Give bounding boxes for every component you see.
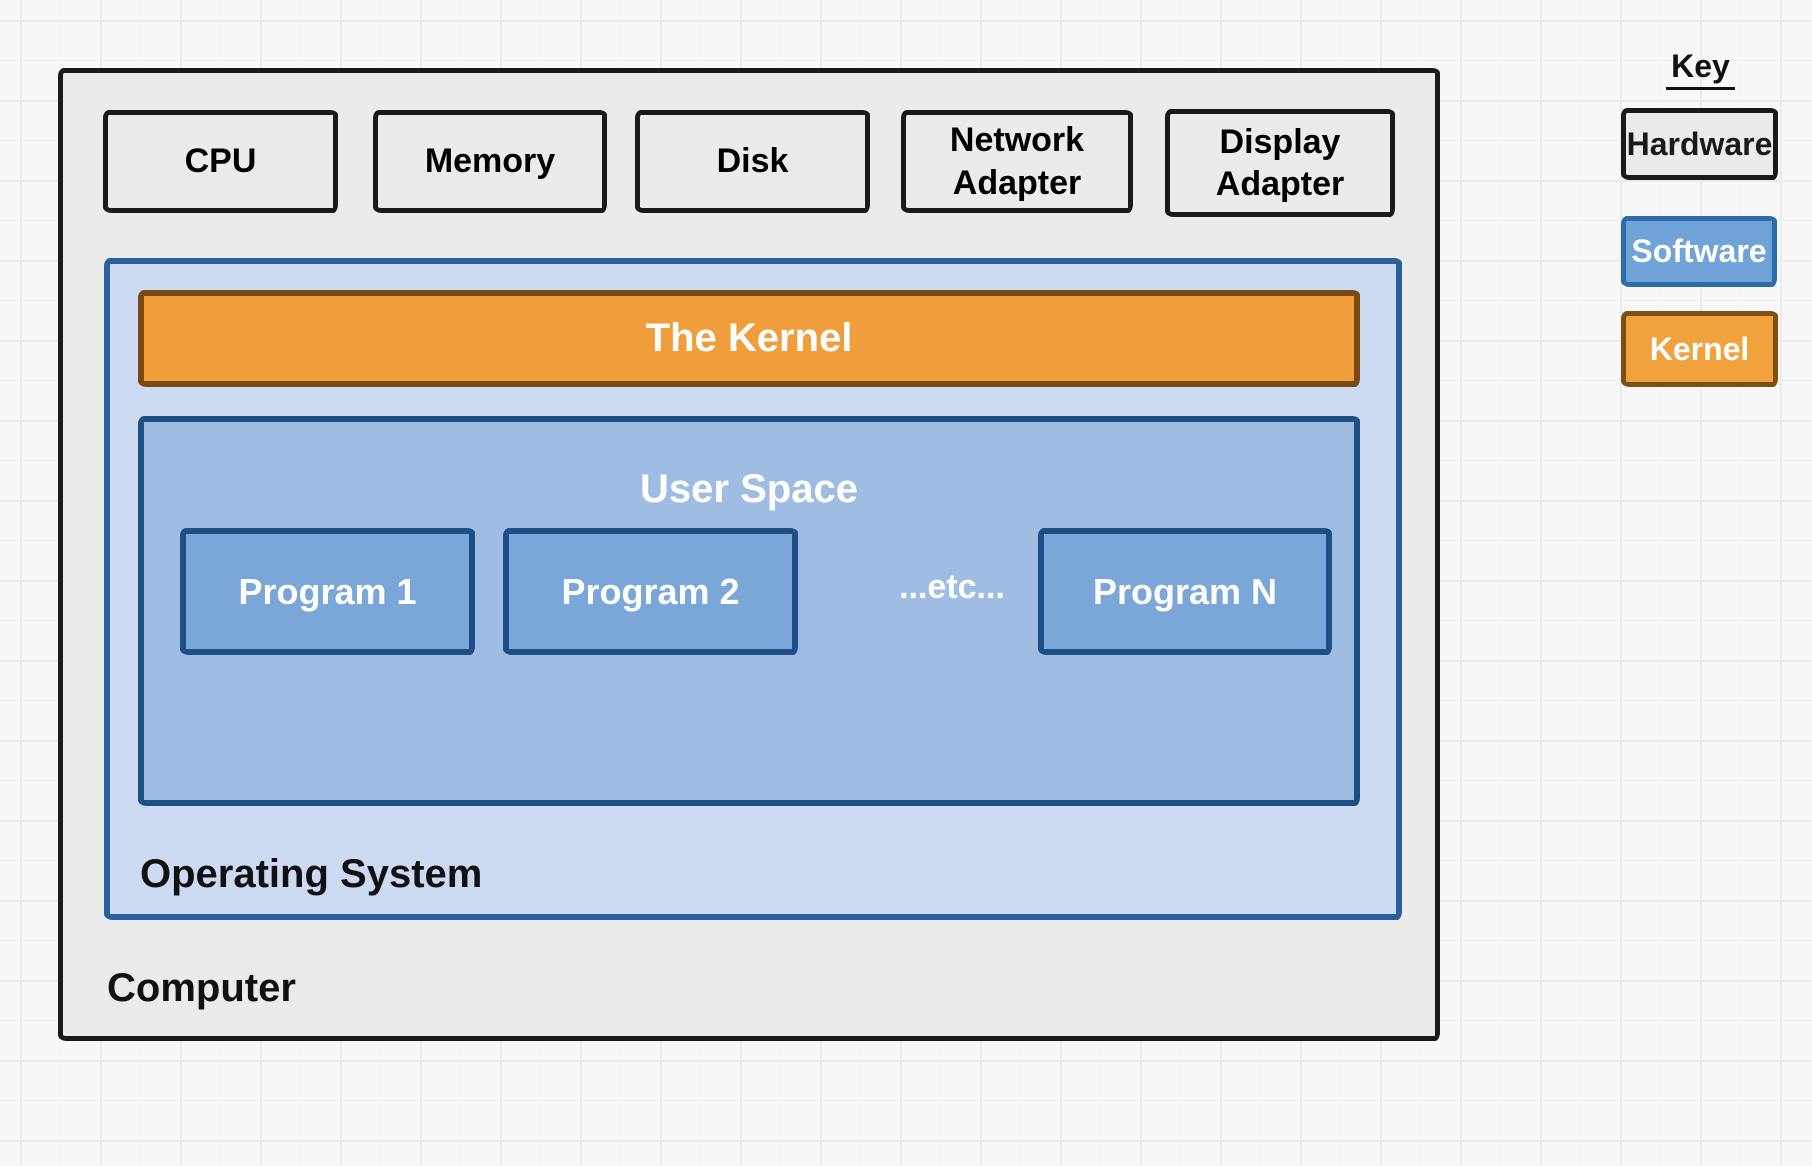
computer-box: CPU Memory Disk Network Adapter Display … [58, 68, 1440, 1041]
hardware-box-cpu: CPU [103, 110, 338, 213]
etc-label: ...etc... [899, 568, 1005, 606]
key-item-hardware: Hardware [1621, 108, 1778, 180]
hardware-box-display-adapter: Display Adapter [1165, 109, 1395, 217]
hardware-box-cpu-label: CPU [184, 142, 257, 181]
hardware-box-disk: Disk [635, 110, 870, 213]
hardware-box-network-adapter-label: Network Adapter [949, 121, 1085, 202]
key-item-kernel-label: Kernel [1649, 330, 1750, 367]
hardware-box-memory-label: Memory [424, 142, 556, 181]
program-1-label: Program 1 [238, 570, 417, 612]
operating-system-label: Operating System [140, 852, 483, 896]
program-1-box: Program 1 [180, 528, 475, 655]
user-space-box: User Space Program 1 Program 2 ...etc...… [138, 416, 1360, 806]
user-space-label: User Space [640, 467, 858, 511]
key-item-software: Software [1621, 216, 1777, 287]
key-title: Key [1621, 48, 1780, 90]
hardware-box-display-adapter-label: Display Adapter [1215, 122, 1345, 204]
computer-label: Computer [107, 966, 296, 1010]
key-item-kernel: Kernel [1621, 311, 1778, 387]
kernel-bar: The Kernel [138, 290, 1360, 387]
program-2-label: Program 2 [561, 570, 740, 612]
kernel-label: The Kernel [645, 316, 853, 360]
operating-system-box: The Kernel User Space Program 1 Program … [104, 258, 1402, 920]
program-2-box: Program 2 [503, 528, 798, 655]
hardware-box-network-adapter: Network Adapter [901, 110, 1133, 213]
hardware-box-memory: Memory [373, 110, 607, 213]
key-title-text: Key [1666, 48, 1735, 90]
program-n-box: Program N [1038, 528, 1332, 655]
hardware-box-disk-label: Disk [716, 142, 789, 181]
key-item-software-label: Software [1631, 233, 1767, 269]
program-n-label: Program N [1092, 570, 1278, 612]
key-item-hardware-label: Hardware [1626, 125, 1773, 162]
